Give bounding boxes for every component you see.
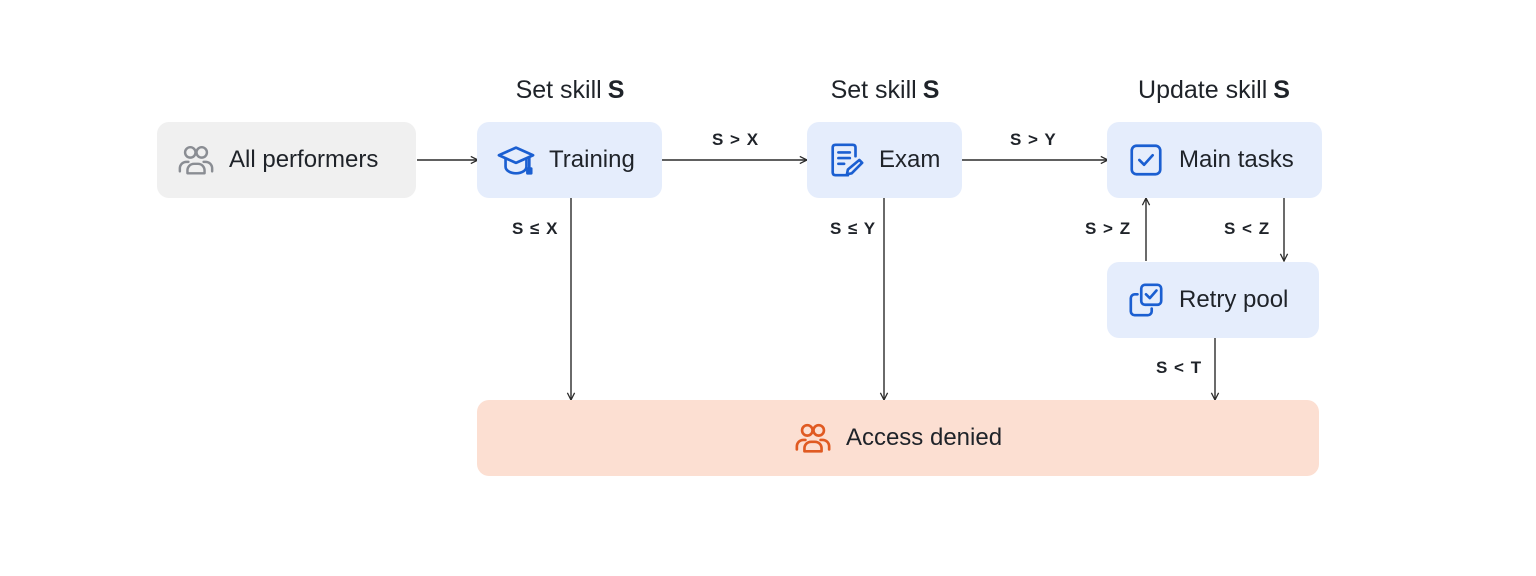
node-label: Main tasks xyxy=(1179,146,1294,173)
heading-variable: S xyxy=(1273,76,1290,104)
node-access-denied: Access denied xyxy=(477,400,1319,476)
edge-label-training-denied: S ≤ X xyxy=(512,219,559,238)
heading-text: Set skill xyxy=(830,76,917,104)
node-training: Training xyxy=(477,122,662,198)
heading-variable: S xyxy=(922,76,940,104)
node-label: All performers xyxy=(229,146,379,173)
node-main-tasks: Main tasks xyxy=(1107,122,1322,198)
heading-variable: S xyxy=(607,76,625,104)
heading-text: Update skill xyxy=(1138,76,1268,104)
edge-label-retry-main: S > Z xyxy=(1085,219,1132,238)
node-retry-pool: Retry pool xyxy=(1107,262,1319,338)
heading-text: Set skill xyxy=(515,76,602,104)
node-label: Training xyxy=(549,146,635,173)
edge-label-main-retry: S < Z xyxy=(1224,219,1271,238)
edge-label-exam-main: S > Y xyxy=(1010,130,1057,149)
stacked-checkbox-icon xyxy=(1127,281,1165,319)
graduation-cap-icon xyxy=(497,141,535,179)
people-icon xyxy=(794,419,832,457)
node-label: Retry pool xyxy=(1179,286,1289,313)
checkbox-icon xyxy=(1127,141,1165,179)
node-label: Exam xyxy=(879,146,941,173)
edge-label-exam-denied: S ≤ Y xyxy=(830,219,877,238)
document-edit-icon xyxy=(827,141,865,179)
node-exam: Exam xyxy=(807,122,962,198)
node-all-performers: All performers xyxy=(157,122,416,198)
people-icon xyxy=(177,141,215,179)
edge-label-training-exam: S > X xyxy=(712,130,760,149)
edge-label-retry-denied: S < T xyxy=(1156,358,1203,377)
node-label: Access denied xyxy=(845,424,1003,451)
